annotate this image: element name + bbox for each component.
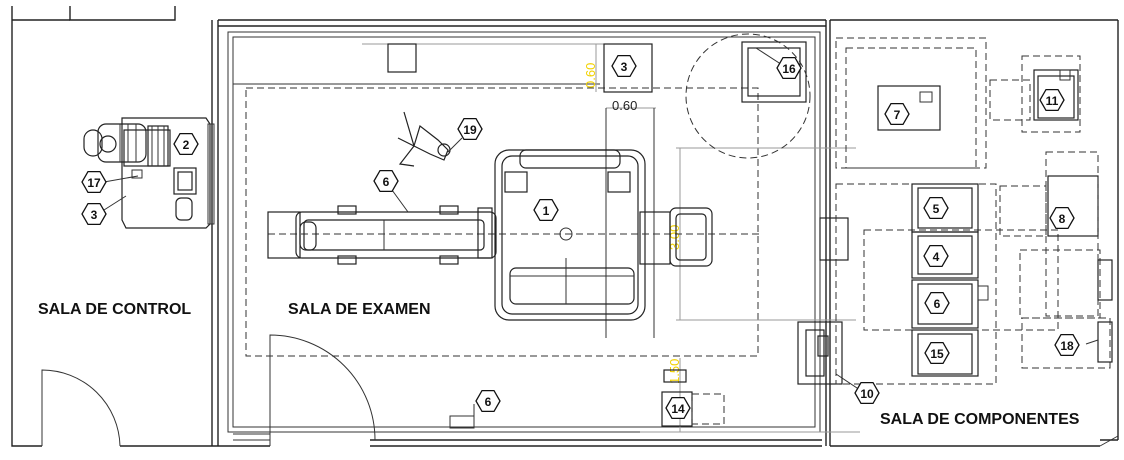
- tag-hexagon: [923, 196, 949, 220]
- tag-hexagon: [776, 56, 802, 80]
- tag-2: 2: [173, 132, 199, 156]
- tag-number: 1: [543, 204, 550, 218]
- dimension-060-horizontal: 0.60: [612, 98, 637, 113]
- tag-19: 19: [457, 117, 483, 141]
- magnet-unit: [268, 149, 760, 321]
- tag-14: 14: [665, 396, 691, 420]
- tag-number: 16: [782, 62, 796, 76]
- tag-number: 11: [1046, 94, 1059, 108]
- tag-number: 7: [894, 108, 901, 122]
- tag-hexagon: [457, 117, 483, 141]
- tag-hexagon: [173, 132, 199, 156]
- tag-hexagon: [923, 244, 949, 268]
- tag-17: 17: [81, 170, 107, 194]
- tag-number: 10: [860, 387, 874, 401]
- tag-hexagon: [1054, 333, 1080, 357]
- tag-number: 4: [933, 250, 940, 264]
- dimension-060-vertical: 0.60: [583, 63, 598, 88]
- tag-3: 3: [81, 202, 107, 226]
- doors: [41, 334, 376, 447]
- exam-room-items: [387, 33, 849, 429]
- control-console: [83, 117, 215, 229]
- tag-hexagon: [924, 291, 950, 315]
- tag-hexagon: [373, 169, 399, 193]
- tag-7: 7: [884, 102, 910, 126]
- tag-6: 6: [924, 291, 950, 315]
- tag-18: 18: [1054, 333, 1080, 357]
- tag-hexagon: [665, 396, 691, 420]
- tag-3: 3: [611, 54, 637, 78]
- tag-number: 6: [383, 175, 390, 189]
- dimension-150: 1.50: [667, 359, 682, 384]
- tag-number: 17: [87, 176, 101, 190]
- tag-number: 15: [930, 347, 944, 361]
- tag-hexagon: [1039, 88, 1065, 112]
- tag-5: 5: [923, 196, 949, 220]
- components-room-equipment: [835, 37, 1113, 385]
- tag-number: 18: [1060, 339, 1074, 353]
- tag-6: 6: [373, 169, 399, 193]
- tag-hexagon: [1049, 206, 1075, 230]
- tag-hexagon: [475, 389, 501, 413]
- tag-10: 10: [854, 381, 880, 405]
- tag-number: 6: [934, 297, 941, 311]
- tag-hexagon: [884, 102, 910, 126]
- tag-hexagon: [854, 381, 880, 405]
- tag-15: 15: [924, 341, 950, 365]
- tag-number: 2: [183, 138, 190, 152]
- tag-hexagon: [611, 54, 637, 78]
- tag-number: 19: [463, 123, 477, 137]
- dimension-lines: 0.60 0.60 3.00 1.50: [362, 43, 860, 433]
- tag-1: 1: [533, 198, 559, 222]
- exam-room-lining: [227, 31, 821, 441]
- tag-hexagon: [81, 202, 107, 226]
- tag-number: 3: [621, 60, 628, 74]
- tag-8: 8: [1049, 206, 1075, 230]
- tag-number: 6: [485, 395, 492, 409]
- tag-hexagon: [81, 170, 107, 194]
- operator-chair: [83, 123, 169, 167]
- tag-16: 16: [776, 56, 802, 80]
- tag-number: 5: [933, 202, 940, 216]
- patient-figure: [397, 111, 451, 167]
- patient-table: [267, 205, 497, 265]
- dimension-300: 3.00: [667, 225, 682, 250]
- tag-hexagon: [533, 198, 559, 222]
- leader-lines: [103, 137, 1099, 416]
- room-label-control: SALA DE CONTROL: [38, 301, 191, 318]
- tag-4: 4: [923, 244, 949, 268]
- room-label-components: SALA DE COMPONENTES: [880, 411, 1080, 428]
- tag-6: 6: [475, 389, 501, 413]
- tag-hexagon: [924, 341, 950, 365]
- tag-number: 8: [1059, 212, 1066, 226]
- tag-number: 3: [91, 208, 98, 222]
- room-label-exam: SALA DE EXAMEN: [288, 301, 431, 318]
- tag-11: 11: [1039, 88, 1065, 112]
- tag-hexagons: 1 2 3 3 4 5 6 6 6 7 8 10 11 14 15 16 17 18 19: [81, 54, 1080, 420]
- tag-number: 14: [671, 402, 685, 416]
- walls: [11, 6, 1119, 447]
